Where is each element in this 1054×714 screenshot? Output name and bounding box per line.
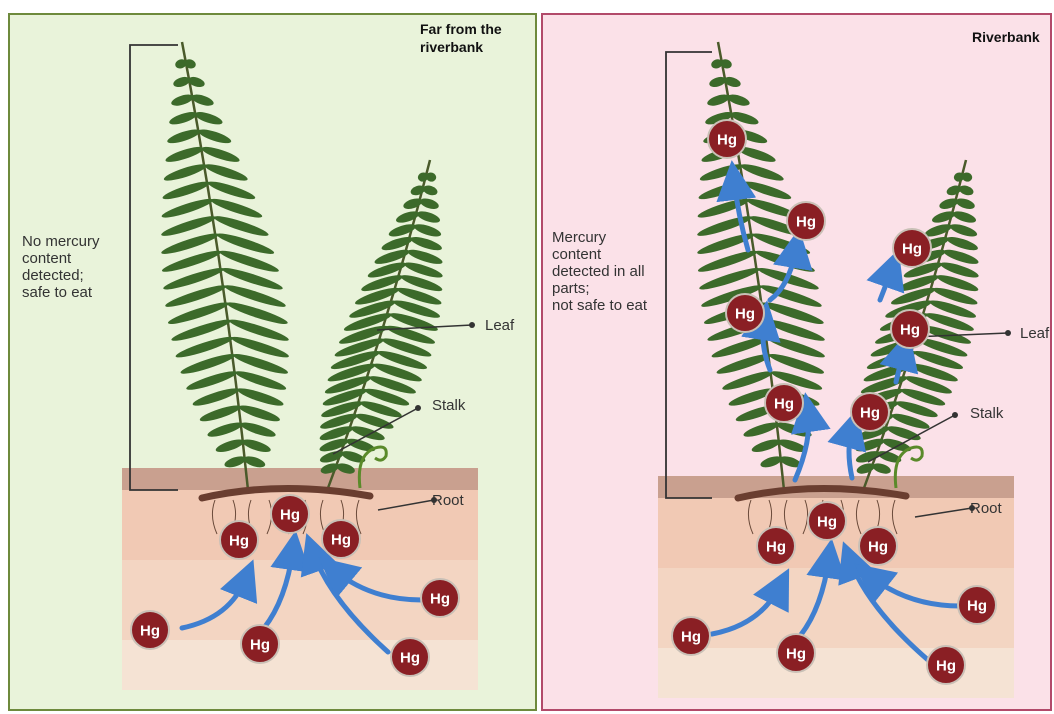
- left-leaf-label: Leaf: [485, 317, 515, 334]
- svg-text:Hg: Hg: [860, 405, 880, 422]
- right-hg-particle: Hg: [851, 393, 889, 431]
- right-hg-particle: Hg: [893, 229, 931, 267]
- right-hg-particle: Hg: [927, 646, 965, 684]
- left-hg-particle: Hg: [391, 638, 429, 676]
- right-hg-particle: Hg: [765, 384, 803, 422]
- right-panel-title: Riverbank: [972, 29, 1040, 45]
- right-hg-particle: Hg: [787, 202, 825, 240]
- svg-text:Hg: Hg: [868, 539, 888, 556]
- left-hg-particle: Hg: [271, 495, 309, 533]
- right-stalk-label: Stalk: [970, 405, 1004, 422]
- svg-text:Hg: Hg: [900, 322, 920, 339]
- right-hg-particle: Hg: [808, 502, 846, 540]
- svg-text:Hg: Hg: [331, 532, 351, 549]
- left-hg-particle: Hg: [220, 521, 258, 559]
- right-hg-particle: Hg: [859, 527, 897, 565]
- svg-text:Hg: Hg: [229, 533, 249, 550]
- right-hg-particle: Hg: [726, 294, 764, 332]
- svg-text:Hg: Hg: [766, 539, 786, 556]
- left-hg-particle: Hg: [131, 611, 169, 649]
- svg-text:Hg: Hg: [967, 598, 987, 615]
- svg-text:Hg: Hg: [796, 214, 816, 231]
- svg-text:Hg: Hg: [681, 629, 701, 646]
- left-stalk-label: Stalk: [432, 397, 466, 414]
- svg-text:Hg: Hg: [774, 396, 794, 413]
- svg-text:Hg: Hg: [280, 507, 300, 524]
- left-hg-particle: Hg: [322, 520, 360, 558]
- svg-text:Hg: Hg: [735, 306, 755, 323]
- right-hg-particle: Hg: [777, 634, 815, 672]
- svg-text:Hg: Hg: [430, 591, 450, 608]
- svg-text:Hg: Hg: [936, 658, 956, 675]
- right-hg-particle: Hg: [958, 586, 996, 624]
- right-hg-particle: Hg: [891, 310, 929, 348]
- left-root-label: Root: [432, 492, 465, 509]
- right-hg-particle: Hg: [672, 617, 710, 655]
- left-hg-particle: Hg: [241, 625, 279, 663]
- right-panel: Riverbank Mercury content detected in al…: [542, 14, 1051, 710]
- left-panel: Far from the riverbank No mercury conten…: [9, 14, 536, 710]
- svg-text:Hg: Hg: [786, 646, 806, 663]
- svg-text:Hg: Hg: [717, 132, 737, 149]
- svg-text:Hg: Hg: [250, 637, 270, 654]
- svg-text:Hg: Hg: [400, 650, 420, 667]
- right-leaf-label: Leaf: [1020, 325, 1050, 342]
- svg-text:Hg: Hg: [140, 623, 160, 640]
- svg-text:Hg: Hg: [817, 514, 837, 531]
- right-root-label: Root: [970, 500, 1003, 517]
- svg-text:Hg: Hg: [902, 241, 922, 258]
- left-hg-particle: Hg: [421, 579, 459, 617]
- right-hg-particle: Hg: [708, 120, 746, 158]
- right-hg-particle: Hg: [757, 527, 795, 565]
